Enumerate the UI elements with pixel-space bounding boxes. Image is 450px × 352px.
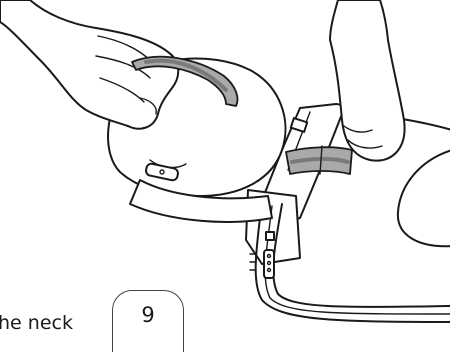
caption-text: he neck: [0, 312, 73, 334]
page-number-tab: 9: [112, 290, 184, 352]
head-strap-icon: [131, 55, 239, 107]
hand-icon: [329, 0, 406, 162]
hand-icon: [0, 0, 180, 130]
page-number: 9: [141, 303, 155, 327]
strap-adjustment-illustration: [0, 0, 450, 323]
neck-strap-icon: [285, 145, 353, 175]
